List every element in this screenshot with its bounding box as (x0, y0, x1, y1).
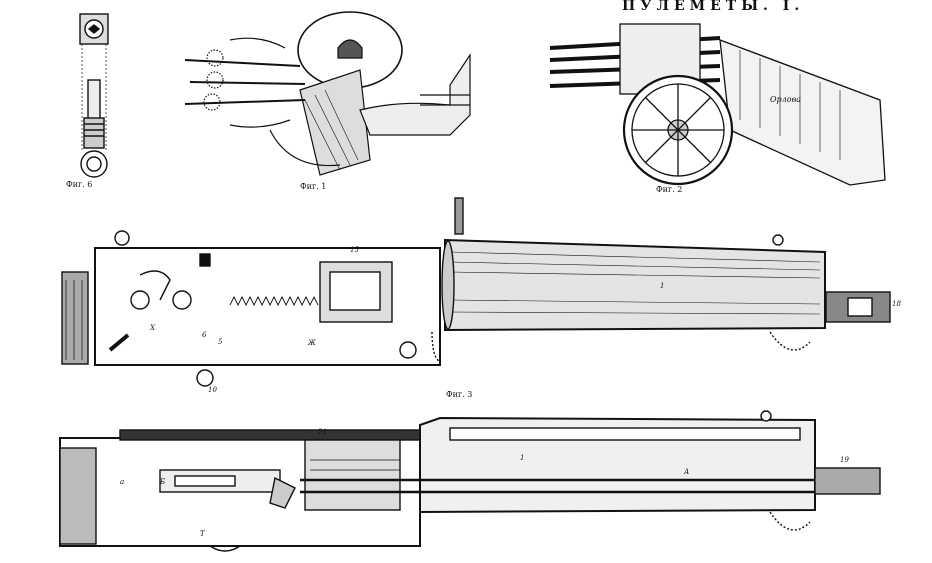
fig2-frame-inscription: Орлова (770, 95, 801, 104)
caption-fig1: Фиг. 1 (300, 182, 327, 191)
label-b: Б (159, 478, 165, 486)
reference-labels: 1 5 6 10 15 18 19 21 Ж Х Б А Т а 1 (120, 246, 901, 538)
fig3-maxim-exterior (61, 197, 891, 387)
label-zh-upper: Ж (307, 339, 317, 347)
label-jacket-1-lower: 1 (520, 454, 524, 462)
label-a-small: а (120, 478, 124, 486)
fig6-cartridge-part (79, 13, 109, 178)
label-15: 15 (350, 246, 359, 254)
label-18: 18 (892, 300, 901, 308)
caption-fig2: Фиг. 2 (656, 185, 683, 194)
label-a: А (683, 468, 689, 476)
plate-title: ПУЛЕМЕТЫ. I. (622, 0, 805, 14)
caption-fig6: Фиг. 6 (66, 180, 93, 189)
caption-fig3: Фиг. 3 (446, 390, 473, 399)
label-19: 19 (840, 456, 849, 464)
label-6: 6 (202, 331, 207, 339)
fig1-early-gun (184, 11, 471, 176)
label-t: Т (200, 530, 206, 538)
label-jacket-1: 1 (660, 282, 664, 290)
label-kh: Х (149, 324, 156, 332)
fig2-gatling-carriage: Орлова (549, 23, 886, 186)
fig3-maxim-cutaway (59, 410, 881, 552)
label-5: 5 (218, 338, 223, 346)
label-10: 10 (208, 386, 217, 394)
label-21: 21 (317, 428, 327, 436)
